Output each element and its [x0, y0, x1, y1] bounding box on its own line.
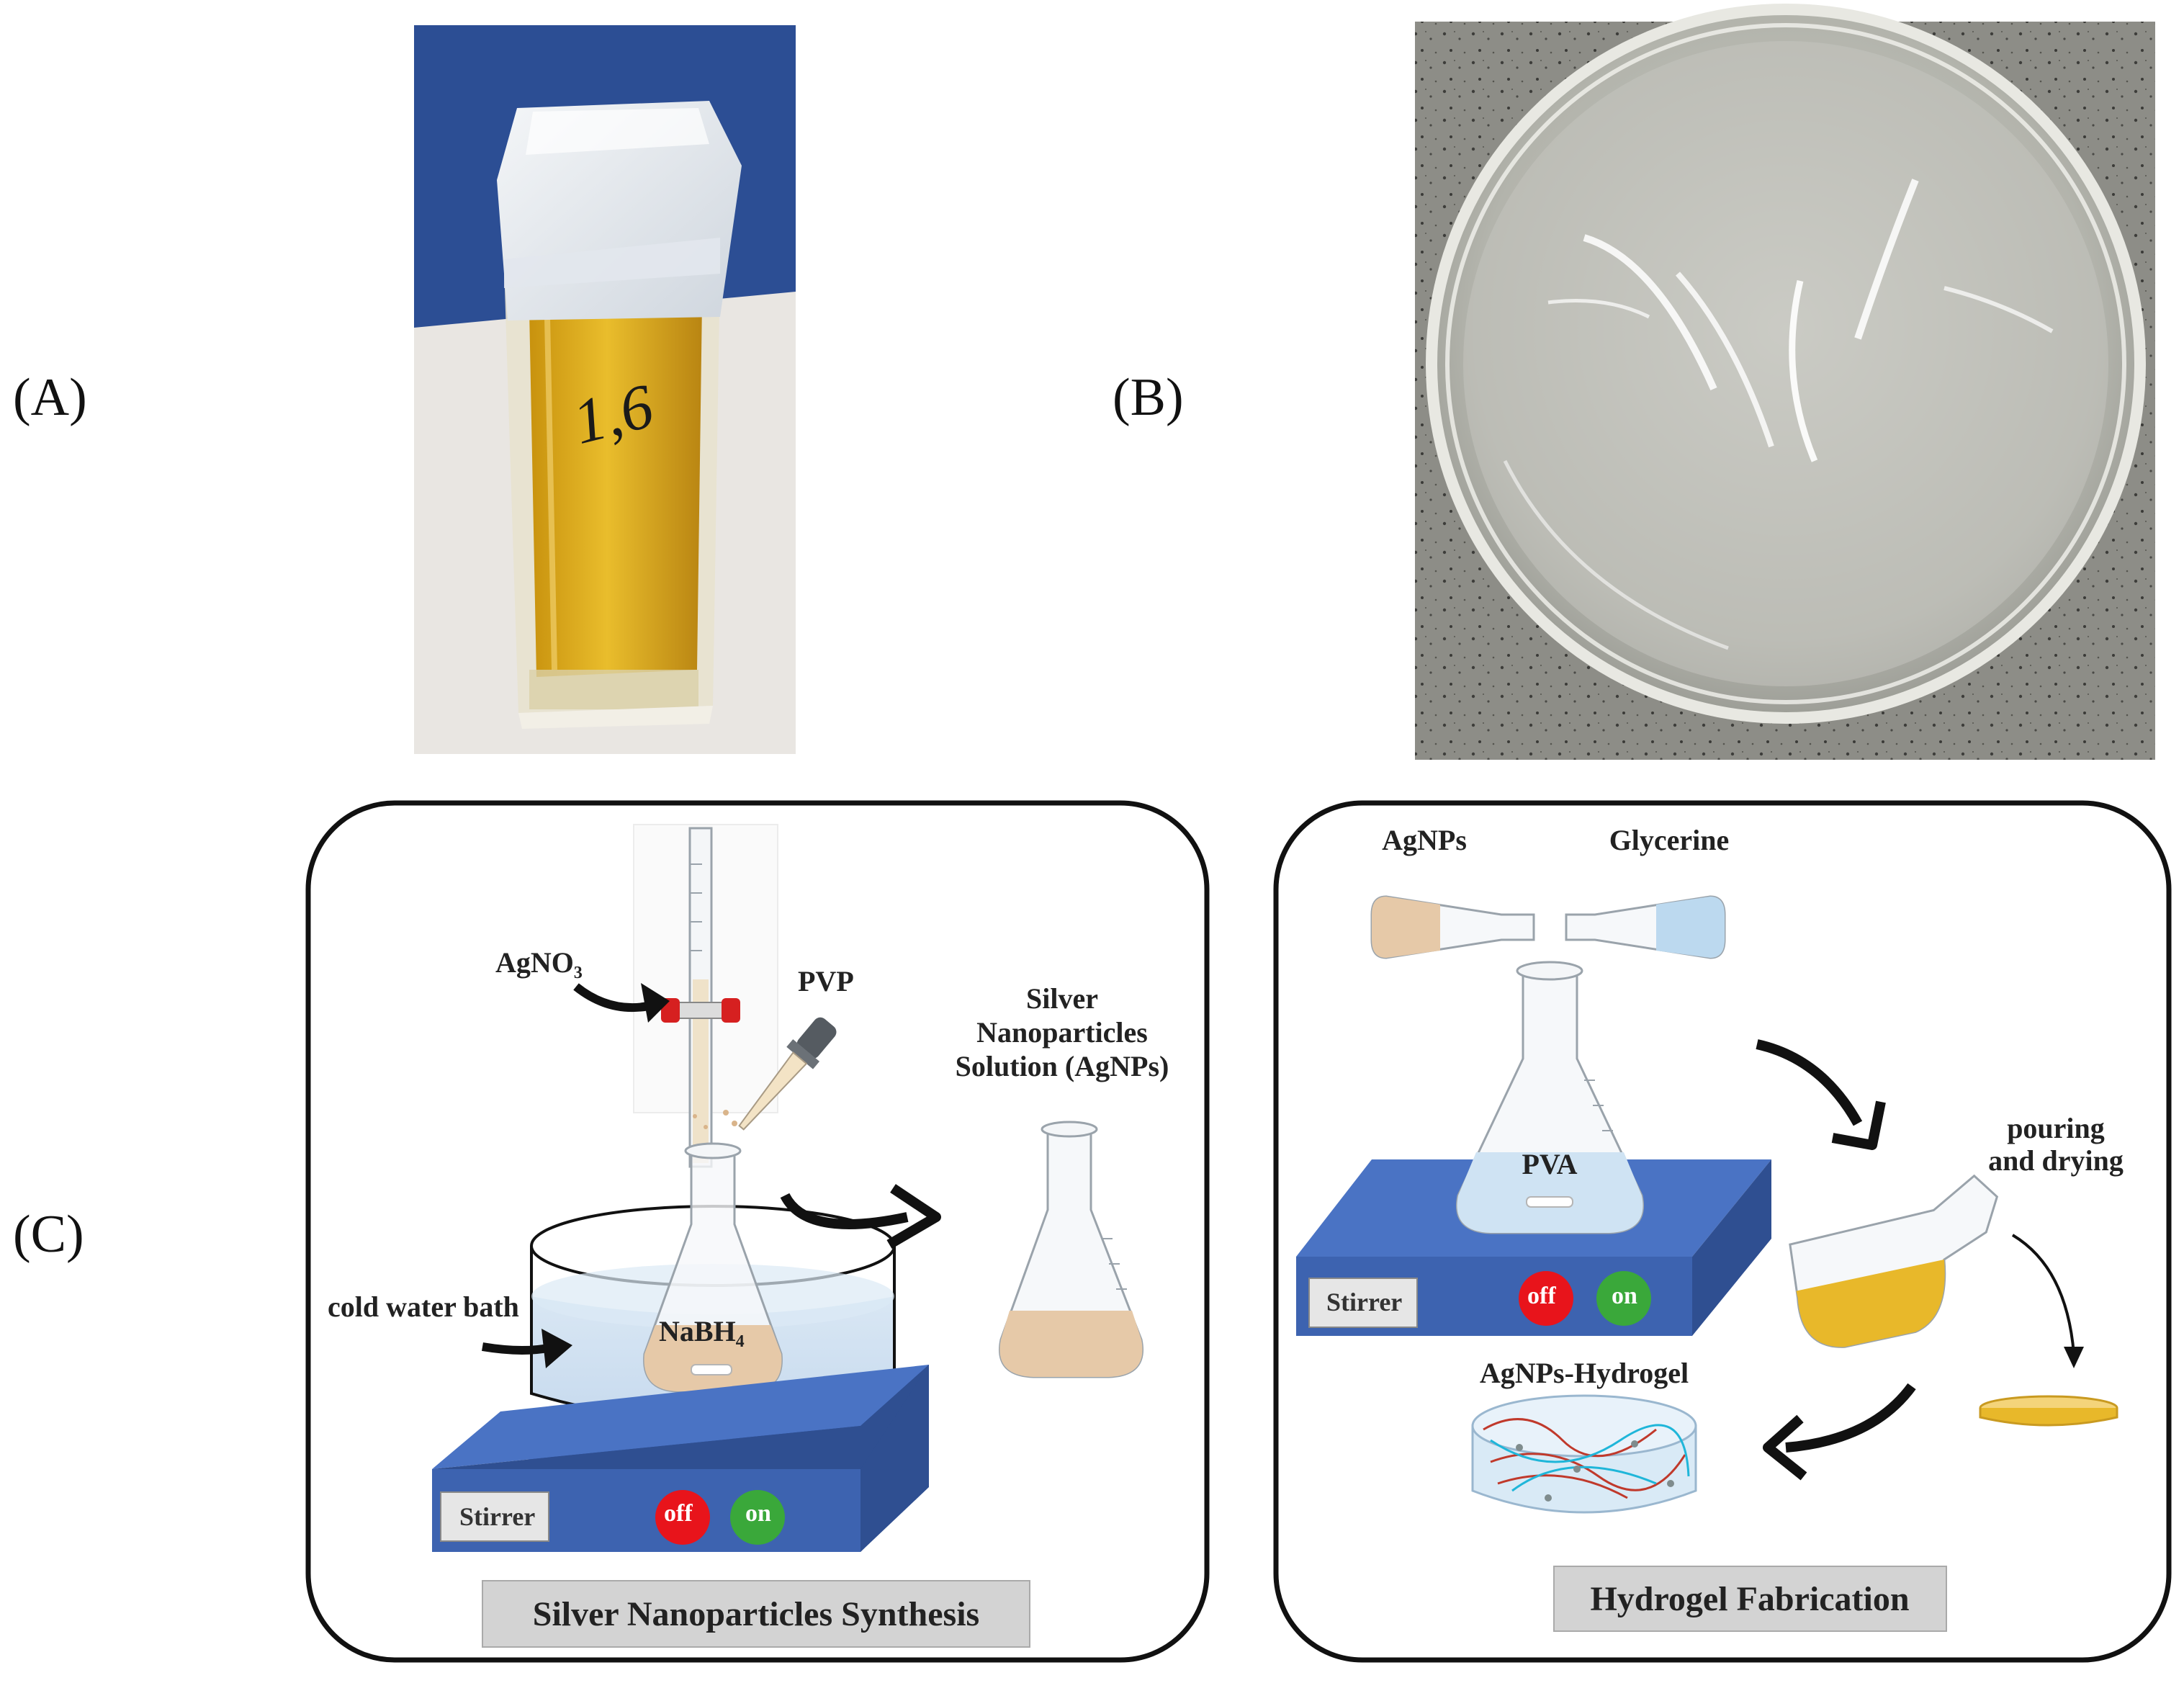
- burette-icon: [633, 824, 778, 1168]
- glycerine-ingredient-label: Glycerine: [1609, 824, 1730, 856]
- photo-cuvette: 1,6: [414, 25, 796, 754]
- synthesis-caption-box: [482, 1580, 1030, 1648]
- fabrication-caption-box: [1553, 1566, 1947, 1632]
- agnps-ingredient-flask: [1370, 895, 1535, 959]
- fabrication-arrow-1: [1756, 1039, 1863, 1126]
- stirrer-label-synthesis: Stirrer: [459, 1502, 535, 1531]
- pouring-flask: [1789, 1174, 1999, 1348]
- off-button-synthesis: off: [664, 1500, 693, 1527]
- stirrer-label-fabrication: Stirrer: [1326, 1288, 1402, 1316]
- fabrication-arrowhead-2: [1763, 1414, 1807, 1481]
- off-button-fabrication: off: [1527, 1283, 1556, 1309]
- pouring-stream-arrowhead: [2064, 1347, 2084, 1368]
- photo-petri-dish: [1415, 4, 2155, 760]
- agno3-label: AgNO₃: [495, 946, 583, 979]
- drying-dish: [1979, 1395, 2118, 1427]
- pva-label: PVA: [1522, 1148, 1577, 1180]
- hydrogel-disc: [1471, 1394, 1697, 1514]
- pouring-label-line-1: pouring: [2007, 1112, 2105, 1144]
- on-button-synthesis: on: [745, 1500, 771, 1527]
- synthesis-process-arrowhead: [886, 1184, 941, 1249]
- on-button-fabrication: on: [1612, 1283, 1637, 1309]
- synthesis-panel: AgNO₃ PVP NaBH₄ cold water bath: [305, 800, 1210, 1663]
- stirrer-device: [432, 1365, 929, 1552]
- synthesis-caption: Silver Nanoparticles Synthesis: [533, 1595, 979, 1633]
- glycerine-ingredient-flask: [1565, 895, 1726, 959]
- pouring-label-line-2: and drying: [1988, 1144, 2124, 1177]
- cold-water-bath-label: cold water bath: [328, 1291, 519, 1323]
- reaction-flask: [643, 1142, 783, 1393]
- panel-label-c: (C): [13, 1205, 84, 1264]
- product-label-line-3: Solution (AgNPs): [956, 1050, 1169, 1082]
- silver-nanoparticles-flask: [999, 1121, 1143, 1378]
- product-label-line-1: Silver: [1026, 982, 1098, 1015]
- product-label-line-2: Nanoparticles: [976, 1016, 1148, 1049]
- synthesis-process-arrow: [780, 1193, 909, 1229]
- agno3-arrowhead: [641, 983, 670, 1023]
- nabh4-label: NaBH₄: [659, 1315, 745, 1347]
- bath-arrowhead: [541, 1329, 572, 1368]
- pouring-stream-arrow: [2011, 1234, 2075, 1355]
- pva-flask: [1456, 961, 1644, 1234]
- hydrogel-label: AgNPs-Hydrogel: [1480, 1357, 1689, 1389]
- panel-label-b: (B): [1113, 368, 1184, 427]
- dropper-icon: [738, 1017, 837, 1131]
- pvp-label: PVP: [798, 965, 854, 997]
- fabrication-arrow-2: [1785, 1383, 1916, 1453]
- fabrication-panel: AgNPs Glycerine Stirrer off on: [1273, 800, 2172, 1663]
- agnps-ingredient-label: AgNPs: [1382, 824, 1467, 856]
- fabrication-caption: Hydrogel Fabrication: [1590, 1580, 1909, 1618]
- panel-label-a: (A): [13, 368, 87, 427]
- fabrication-arrowhead-1: [1831, 1100, 1886, 1150]
